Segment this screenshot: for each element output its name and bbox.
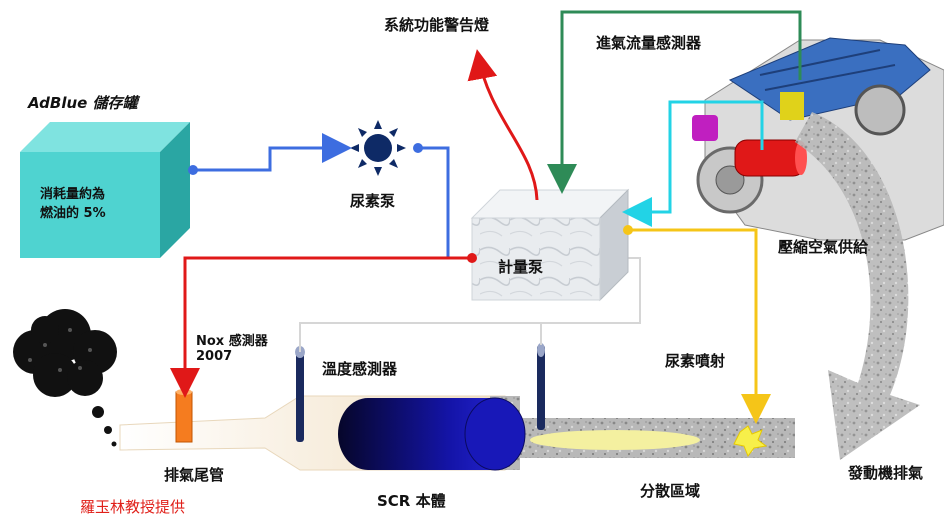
tank-text-line1: 消耗量約為 xyxy=(40,187,106,202)
nox-sensor-label-1: Nox 感測器 xyxy=(196,334,268,349)
compressed-air-line xyxy=(622,100,764,227)
tailpipe xyxy=(175,389,193,443)
intercooler-red xyxy=(734,139,806,177)
urea-pump-label: 尿素泵 xyxy=(350,192,396,210)
soot-cloud-icon xyxy=(13,309,117,447)
temp-sensor-left xyxy=(295,346,305,442)
nox-signal-line xyxy=(170,256,472,398)
sensor-wire xyxy=(299,322,542,352)
dispersion-zone-label: 分散區域 xyxy=(640,482,701,500)
engine-exhaust-label: 發動機排氣 xyxy=(848,464,924,482)
temp-sensor-right xyxy=(537,343,545,430)
scr-body-label: SCR 本體 xyxy=(377,492,446,510)
urea-spray xyxy=(530,430,700,450)
engine-exhaust-arrow xyxy=(795,112,920,460)
warning-signal-line xyxy=(467,49,539,201)
temp-sensor-label: 溫度感測器 xyxy=(322,360,398,378)
credit-text: 羅玉林教授提供 xyxy=(80,498,186,516)
urea-line-pump-to-meter xyxy=(418,146,472,260)
nox-sensor-label-2: 2007 xyxy=(196,349,233,364)
adblue-title: AdBlue 儲存罐 xyxy=(28,94,138,112)
urea-pump-icon xyxy=(350,120,406,176)
metering-pump-label: 計量泵 xyxy=(498,258,544,276)
air-flow-signal-line xyxy=(547,10,802,194)
tank-text-line2: 燃油的 5% xyxy=(40,206,106,221)
metering-pump xyxy=(470,188,630,302)
adblue-tank xyxy=(20,122,190,258)
urea-injection-label: 尿素噴射 xyxy=(665,352,726,370)
urea-line-tank-to-pump xyxy=(193,133,352,172)
scr-body xyxy=(338,397,526,471)
tailpipe-label: 排氣尾管 xyxy=(164,466,225,484)
air-flow-sensor-label: 進氣流量感測器 xyxy=(596,34,702,52)
compressed-air-label: 壓縮空氣供給 xyxy=(778,238,869,256)
warning-lamp-label: 系統功能警告燈 xyxy=(384,16,490,34)
urea-injection-line xyxy=(628,228,771,424)
spray-burst-icon xyxy=(733,425,768,458)
